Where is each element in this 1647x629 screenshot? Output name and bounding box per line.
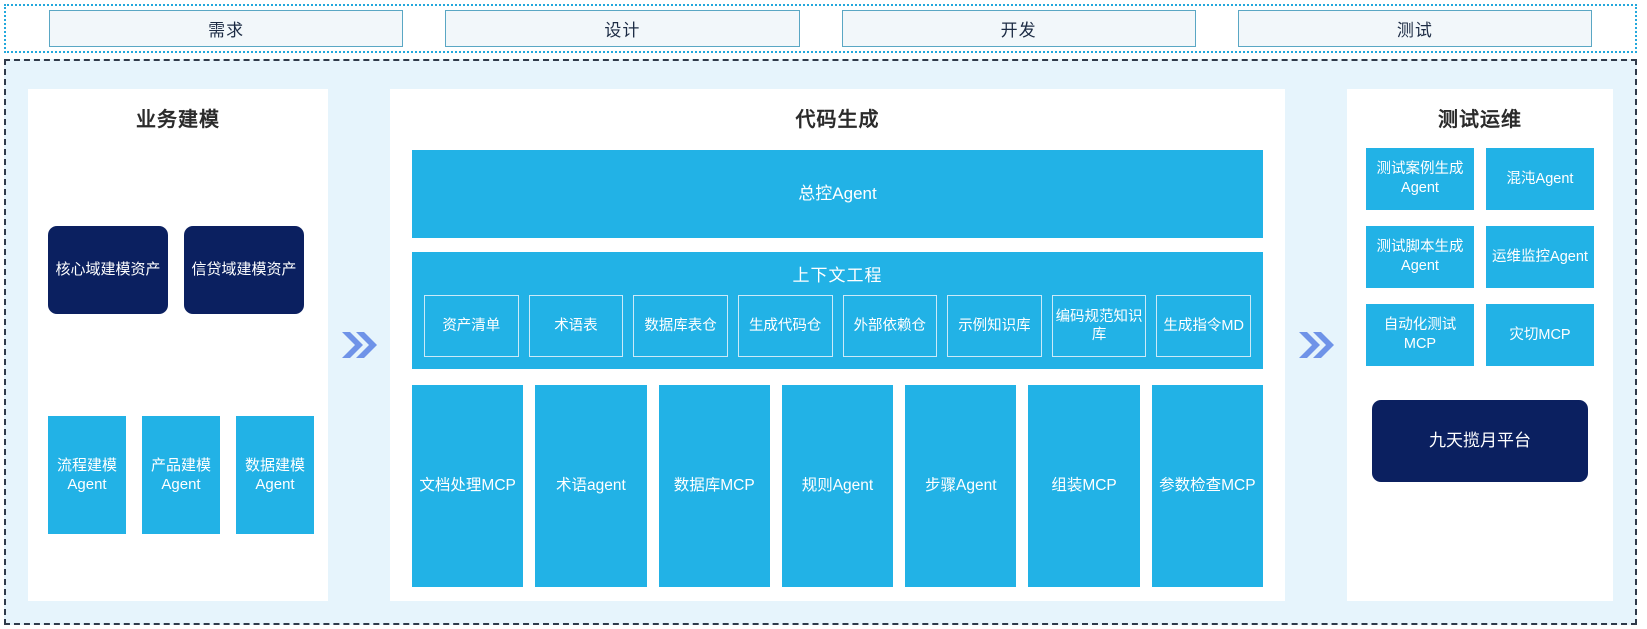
context-item-generated-code-repo[interactable]: 生成代码仓 (737, 295, 833, 357)
test-ops-label: 混沌Agent (1506, 170, 1574, 187)
asset-core-domain[interactable]: 核心域建模资产 (48, 226, 168, 314)
agent-data-modeling[interactable]: 数据建模Agent (236, 416, 314, 534)
tool-label: 规则Agent (801, 476, 874, 494)
asset-credit-domain[interactable]: 信贷域建模资产 (184, 226, 304, 314)
business-modeling-content: 核心域建模资产 信贷域建模资产 流程建模Agent 产品建模Agent (28, 136, 328, 601)
ops-monitoring-agent[interactable]: 运维监控Agent (1486, 226, 1594, 288)
architecture-region: 业务建模 核心域建模资产 信贷域建模资产 流程建模Agent (4, 59, 1637, 625)
context-item-label: 外部依赖仓 (853, 317, 927, 334)
context-item-glossary[interactable]: 术语表 (528, 295, 624, 357)
context-item-external-dependency-repo[interactable]: 外部依赖仓 (842, 295, 938, 357)
test-case-generation-agent[interactable]: 测试案例生成Agent (1366, 148, 1474, 210)
tool-database-mcp[interactable]: 数据库MCP (658, 385, 770, 587)
tool-label: 步骤Agent (925, 476, 997, 494)
tool-row: 文档处理MCP 术语agent 数据库MCP 规则Agent 步骤Agent (412, 385, 1263, 601)
context-item-label: 术语表 (554, 317, 598, 334)
agent-process-modeling[interactable]: 流程建模Agent (48, 416, 126, 534)
chevron-right-icon-left (328, 89, 390, 601)
tool-label: 术语agent (556, 476, 626, 494)
phase-box-requirements[interactable]: 需求 (49, 10, 404, 47)
phase-label: 需求 (208, 21, 245, 40)
phase-strip: 需求 设计 开发 测试 (4, 4, 1637, 53)
chevron-right-icon-right (1285, 89, 1347, 601)
tool-document-processing-mcp[interactable]: 文档处理MCP (412, 385, 524, 587)
master-agent-box[interactable]: 总控Agent (412, 150, 1263, 238)
panel-code-generation: 代码生成 总控Agent 上下文工程 资产清单 术语表 (390, 89, 1285, 601)
context-item-generation-instruction-md[interactable]: 生成指令MD (1156, 295, 1251, 357)
context-engineering-title: 上下文工程 (792, 266, 883, 285)
panel-title-test-ops: 测试运维 (1438, 109, 1522, 131)
tool-label: 组装MCP (1051, 476, 1117, 494)
tool-label: 文档处理MCP (419, 476, 516, 494)
context-item-row: 资产清单 术语表 数据库表仓 生成代码仓 (424, 295, 1251, 357)
agent-label: 产品建模Agent (150, 456, 211, 494)
panel-test-ops: 测试运维 测试案例生成Agent 混沌Agent 测试脚本生成Agent (1347, 89, 1613, 601)
platform-label: 九天揽月平台 (1429, 430, 1531, 450)
disaster-switch-mcp[interactable]: 灾切MCP (1486, 304, 1594, 366)
context-item-label: 示例知识库 (958, 317, 1031, 334)
tool-parameter-check-mcp[interactable]: 参数检查MCP (1151, 385, 1263, 587)
phase-label: 开发 (1000, 21, 1037, 40)
asset-label: 信贷域建模资产 (191, 260, 297, 278)
code-generation-content: 总控Agent 上下文工程 资产清单 术语表 数据库表仓 (390, 136, 1285, 601)
context-item-label: 资产清单 (442, 317, 501, 334)
context-item-asset-inventory[interactable]: 资产清单 (424, 295, 519, 357)
test-ops-label: 运维监控Agent (1492, 248, 1588, 265)
context-item-coding-standard-knowledge-base[interactable]: 编码规范知识库 (1051, 295, 1147, 357)
panel-title-code-generation: 代码生成 (795, 109, 880, 131)
phase-label: 测试 (1396, 21, 1433, 40)
agent-product-modeling[interactable]: 产品建模Agent (142, 416, 220, 534)
test-ops-content: 测试案例生成Agent 混沌Agent 测试脚本生成Agent 运维监控Agen… (1347, 136, 1613, 601)
tool-rule-agent[interactable]: 规则Agent (781, 385, 894, 587)
chaos-agent[interactable]: 混沌Agent (1486, 148, 1594, 210)
context-engineering-block: 上下文工程 资产清单 术语表 数据库表仓 (412, 252, 1263, 369)
context-item-label: 生成指令MD (1163, 317, 1244, 334)
agent-label: 数据建模Agent (244, 456, 305, 494)
agent-label: 流程建模Agent (56, 456, 117, 494)
test-ops-grid: 测试案例生成Agent 混沌Agent 测试脚本生成Agent 运维监控Agen… (1366, 148, 1594, 366)
automated-test-mcp[interactable]: 自动化测试MCP (1366, 304, 1474, 366)
panel-title-business-modeling: 业务建模 (136, 109, 220, 131)
test-ops-label: 自动化测试MCP (1383, 317, 1457, 352)
panel-row: 业务建模 核心域建模资产 信贷域建模资产 流程建模Agent (6, 61, 1635, 623)
test-ops-label: 测试案例生成Agent (1376, 161, 1464, 196)
tool-step-agent[interactable]: 步骤Agent (905, 385, 1017, 587)
context-item-example-knowledge-base[interactable]: 示例知识库 (947, 295, 1042, 357)
test-ops-label: 灾切MCP (1509, 326, 1571, 343)
context-item-db-table-repo[interactable]: 数据库表仓 (633, 295, 728, 357)
modeling-asset-group: 核心域建模资产 信贷域建模资产 (48, 226, 304, 314)
tool-assembly-mcp[interactable]: 组装MCP (1028, 385, 1140, 587)
platform-box[interactable]: 九天揽月平台 (1372, 400, 1588, 482)
asset-label: 核心域建模资产 (55, 260, 161, 278)
panel-business-modeling: 业务建模 核心域建模资产 信贷域建模资产 流程建模Agent (28, 89, 328, 601)
context-item-label: 生成代码仓 (748, 317, 822, 334)
tool-glossary-agent[interactable]: 术语agent (535, 385, 647, 587)
tool-label: 数据库MCP (673, 476, 755, 494)
modeling-agent-group: 流程建模Agent 产品建模Agent 数据建模Agent (48, 416, 314, 534)
phase-box-design[interactable]: 设计 (445, 10, 800, 47)
test-ops-label: 测试脚本生成Agent (1376, 239, 1464, 274)
phase-label: 设计 (604, 21, 641, 40)
tool-label: 参数检查MCP (1159, 476, 1256, 494)
context-item-label: 编码规范知识库 (1055, 308, 1143, 343)
master-agent-label: 总控Agent (798, 183, 877, 203)
phase-box-development[interactable]: 开发 (841, 10, 1196, 47)
phase-box-testing[interactable]: 测试 (1237, 10, 1592, 47)
context-item-label: 数据库表仓 (644, 317, 717, 334)
test-script-generation-agent[interactable]: 测试脚本生成Agent (1366, 226, 1474, 288)
